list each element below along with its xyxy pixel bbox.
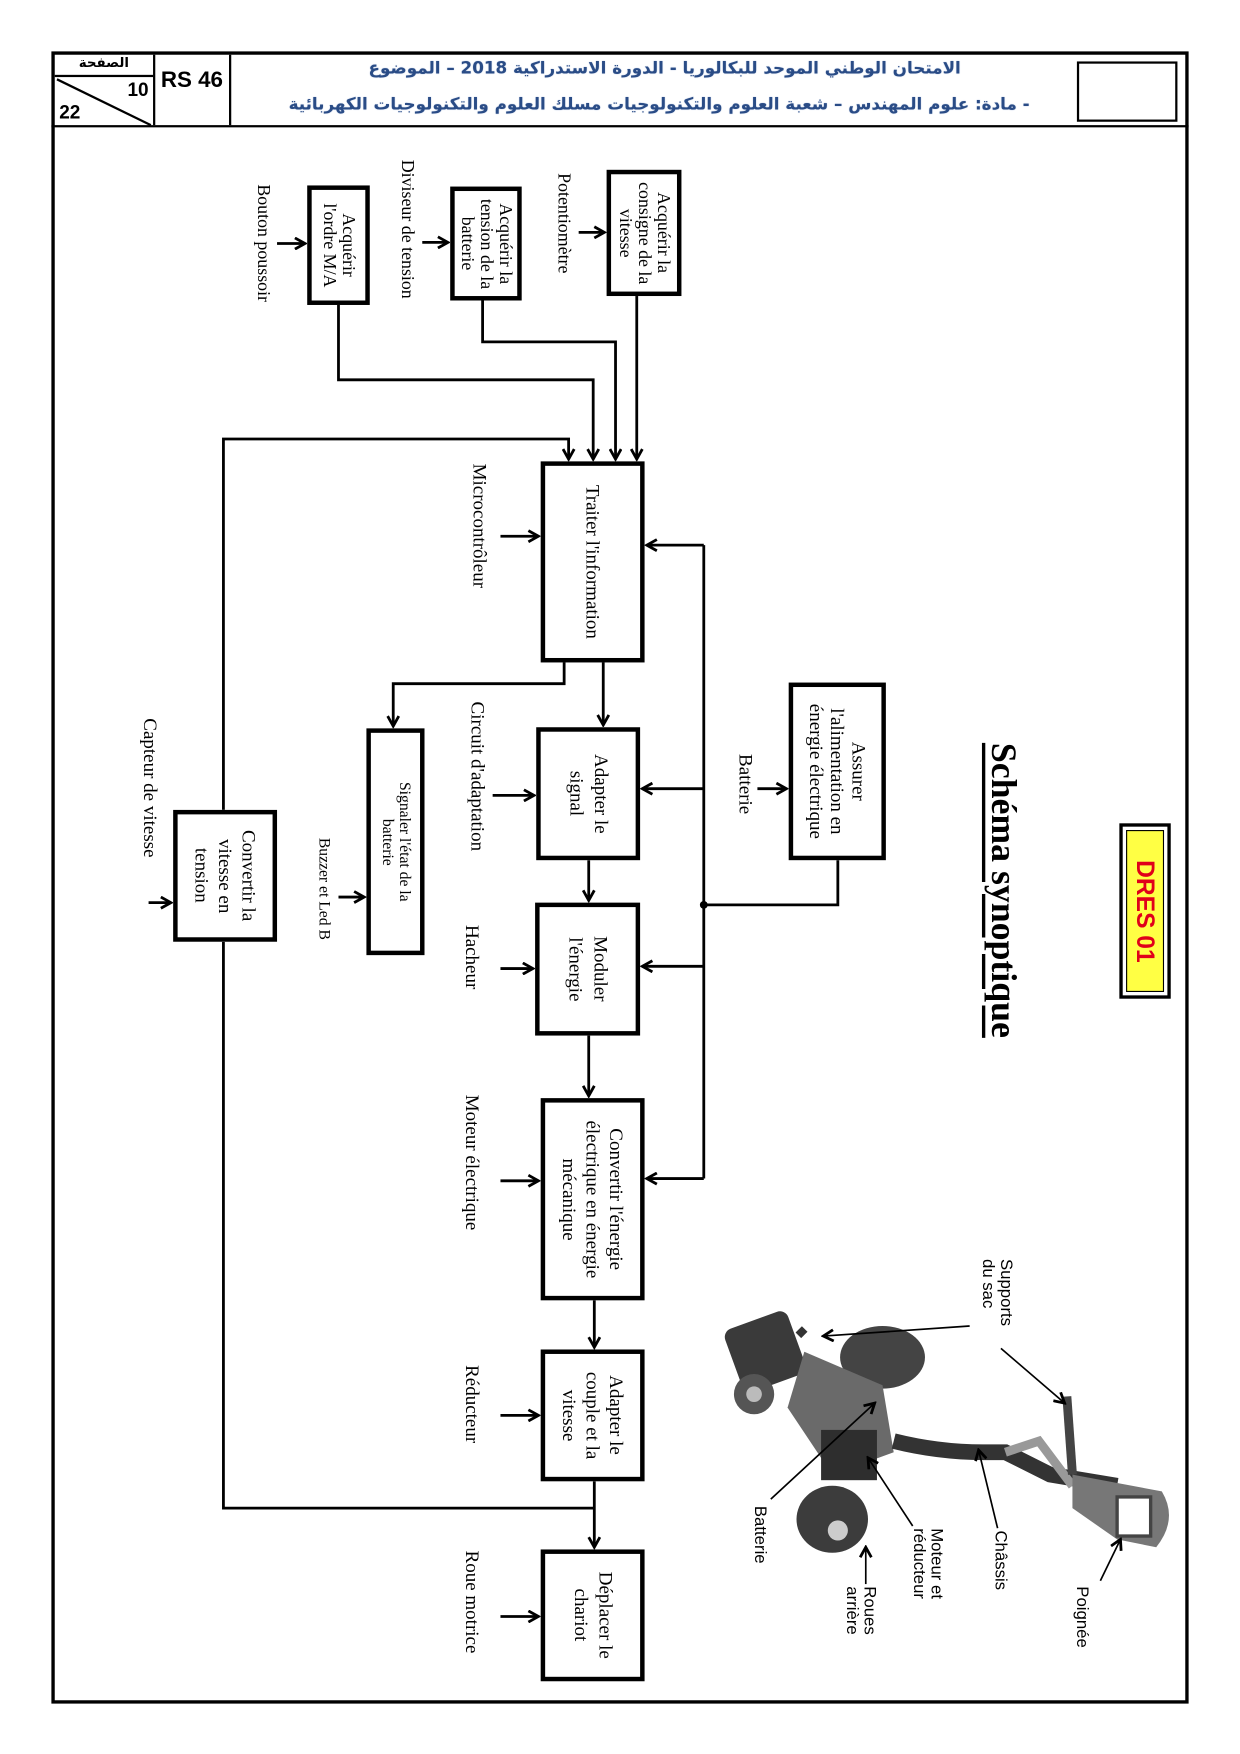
block-modulate-energy: Moduler l'énergie: [535, 902, 641, 1036]
block-label: Convertir l'énergie électrique en énergi…: [558, 1120, 627, 1279]
doc-badge-label: DRES 01: [1131, 859, 1160, 963]
page-frame: [51, 51, 1189, 1704]
block-convert-energy: Convertir l'énergie électrique en énergi…: [540, 1098, 645, 1301]
photo-label-poignee: Poignée: [1072, 1586, 1092, 1648]
block-label: Moduler l'énergie: [565, 936, 612, 1002]
photo-label-roues: Roues arrière: [842, 1586, 880, 1635]
label-reducteur: Réducteur: [461, 1365, 483, 1444]
block-process-information: Traiter l'information: [540, 461, 645, 663]
photo-label-batterie: Batterie: [750, 1505, 770, 1564]
page-diagonal: [56, 78, 152, 127]
page-current: 10: [127, 79, 149, 101]
blank-box: [1076, 61, 1178, 122]
block-acquire-on-off: Acquérir l'ordre M/A: [307, 185, 370, 305]
block-move-trolley: Déplacer le chariot: [540, 1549, 645, 1682]
block-label: Acquérir l'ordre M/A: [319, 203, 358, 288]
label-buzzer: Buzzer et Led B: [315, 837, 332, 940]
block-convert-speed: Convertir la vitesse en tension: [173, 809, 278, 942]
block-label: Acquérir la consigne de la vitesse: [615, 181, 673, 285]
photo-label-moteur: Moteur et réducteur: [909, 1528, 947, 1600]
block-label: Adapter le signal: [565, 753, 612, 834]
block-label: Acquérir la tension de la batterie: [457, 198, 515, 289]
label-moteur: Moteur électrique: [461, 1094, 483, 1231]
exam-title-line1: الامتحان الوطني الموحد للبكالوريا - الدو…: [368, 58, 961, 79]
label-roue: Roue motrice: [461, 1550, 483, 1654]
photo-label-supports: Supports du sac: [978, 1258, 1016, 1327]
block-label: Adapter le couple et la vitesse: [558, 1371, 627, 1460]
label-circuit: Circuit d'adaptation: [466, 701, 489, 852]
golf-trolley-photo: [724, 1311, 1169, 1553]
label-batterie: Batterie: [735, 754, 757, 815]
block-signal-battery-state: Signaler l'état de la batterie: [366, 728, 425, 956]
label-hacheur: Hacheur: [461, 924, 483, 990]
exam-title-line2: - مادة: علوم المهندس – شعبة العلوم والتك…: [288, 93, 1030, 114]
block-label: Signaler l'état de la batterie: [378, 781, 413, 902]
page-title: Schéma synoptique: [984, 742, 1025, 1038]
label-microcontroleur: Microcontrôleur: [469, 463, 491, 589]
block-acquire-speed-setpoint: Acquérir la consigne de la vitesse: [606, 169, 682, 297]
block-adapt-signal: Adapter le signal: [536, 727, 641, 861]
page-number-cell: الصفحة 10 22: [54, 54, 156, 127]
label-potentiometre: Potentiomètre: [554, 173, 574, 274]
block-label: Assurer l'alimentation en énergie électr…: [805, 703, 870, 839]
photo-label-chassis: Châssis: [990, 1530, 1010, 1591]
page-label: الصفحة: [54, 55, 154, 78]
header-divider: [51, 125, 1189, 128]
block-power-supply: Assurer l'alimentation en énergie électr…: [788, 682, 886, 861]
block-acquire-battery-voltage: Acquérir la tension de la batterie: [450, 186, 522, 301]
block-label: Traiter l'information: [582, 484, 604, 639]
label-bouton: Bouton poussoir: [253, 184, 273, 303]
block-adapt-torque: Adapter le couple et la vitesse: [540, 1349, 645, 1482]
page-total: 22: [59, 101, 81, 123]
label-capteur: Capteur de vitesse: [139, 718, 161, 858]
subject-code: RS 46: [155, 54, 232, 126]
doc-badge: DRES 01: [1119, 823, 1171, 999]
label-diviseur: Diviseur de tension: [397, 159, 417, 299]
block-label: Déplacer le chariot: [570, 1571, 617, 1659]
block-label: Convertir la vitesse en tension: [191, 830, 260, 922]
